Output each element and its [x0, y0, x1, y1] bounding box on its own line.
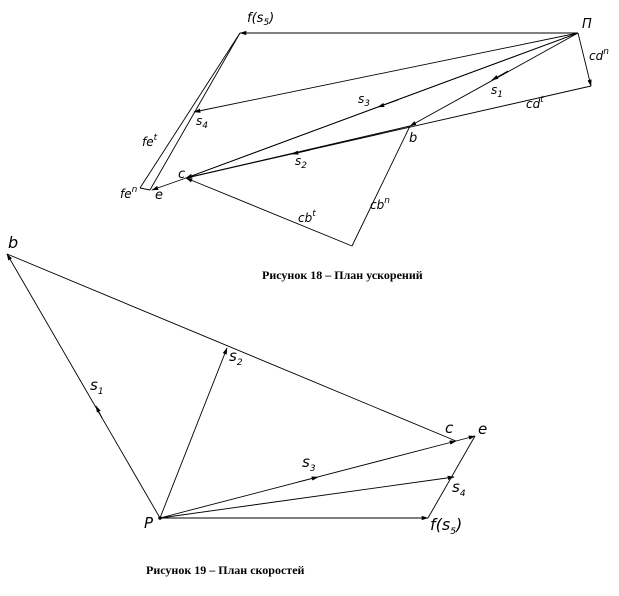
- label-pole-velocity: P: [144, 514, 154, 532]
- label-cd-normal: cdn: [589, 47, 609, 63]
- vector-pole-to-b: [6, 253, 161, 519]
- label-s1-velocity: s1: [90, 376, 104, 397]
- caption-figure-18: Рисунок 18 – План ускорений: [262, 268, 423, 282]
- label-e-velocity: e: [478, 420, 487, 438]
- segment-fs5-to-e: [149, 32, 241, 191]
- label-fs5-velocity: f(s5): [430, 515, 462, 537]
- segment-c-to-e: [151, 177, 187, 191]
- vector-cb-tangential: [185, 177, 353, 247]
- vector-pole-to-s4: [159, 475, 455, 519]
- arrow-s1: [95, 405, 103, 419]
- vector-cb-normal: [351, 125, 411, 247]
- label-cd-tangential: cdt: [526, 95, 544, 111]
- label-s3-velocity: s3: [302, 453, 316, 474]
- label-s3-accel: s3: [358, 92, 370, 109]
- velocity-plan: b s1 s2 c e s3 s4 P f(s5) Рисунок 19 – П…: [6, 233, 487, 577]
- label-b-accel: b: [409, 131, 417, 146]
- label-fe-tangential: fet: [142, 133, 158, 149]
- segment-b-to-c: [185, 125, 411, 179]
- segment-e-to-fs5: [427, 435, 476, 519]
- label-e-accel: e: [155, 188, 163, 203]
- label-s2-accel: s2: [295, 154, 307, 171]
- label-c-velocity: c: [445, 419, 454, 437]
- arrow-s1: [491, 70, 509, 81]
- label-s4-accel: s4: [196, 114, 208, 131]
- arrow-s3: [297, 476, 319, 483]
- label-s4-velocity: s4: [452, 478, 466, 499]
- segment-b-to-c: [6, 253, 457, 442]
- label-pole-accel: П: [582, 17, 592, 32]
- label-s1-accel: s1: [491, 83, 503, 100]
- caption-figure-19: Рисунок 19 – План скоростей: [146, 563, 305, 577]
- vector-fe-tangential: [139, 32, 241, 189]
- label-b-velocity: b: [8, 233, 18, 252]
- vector-pole-to-s2: [159, 347, 228, 519]
- label-cb-tangential: cbt: [298, 209, 316, 225]
- label-fs5-accel: f(s5): [247, 11, 274, 28]
- label-s2-velocity: s2: [229, 347, 243, 368]
- vector-pole-to-s4: [193, 32, 579, 113]
- label-fe-normal: fen: [120, 185, 138, 201]
- acceleration-plan: f(s5) П cdn cdt s1 s3 s4 b s2 c e fet fe…: [120, 11, 609, 282]
- pole-point: [158, 516, 162, 520]
- vector-pole-to-b: [409, 32, 579, 127]
- vector-pole-to-c: [185, 32, 579, 179]
- arrow-s2: [291, 149, 311, 155]
- label-c-accel: c: [178, 167, 185, 182]
- label-cb-normal: cbn: [370, 196, 390, 212]
- segment-c-to-e: [455, 435, 476, 442]
- vector-cd-normal: [577, 32, 592, 87]
- vector-fe-normal: [139, 187, 151, 191]
